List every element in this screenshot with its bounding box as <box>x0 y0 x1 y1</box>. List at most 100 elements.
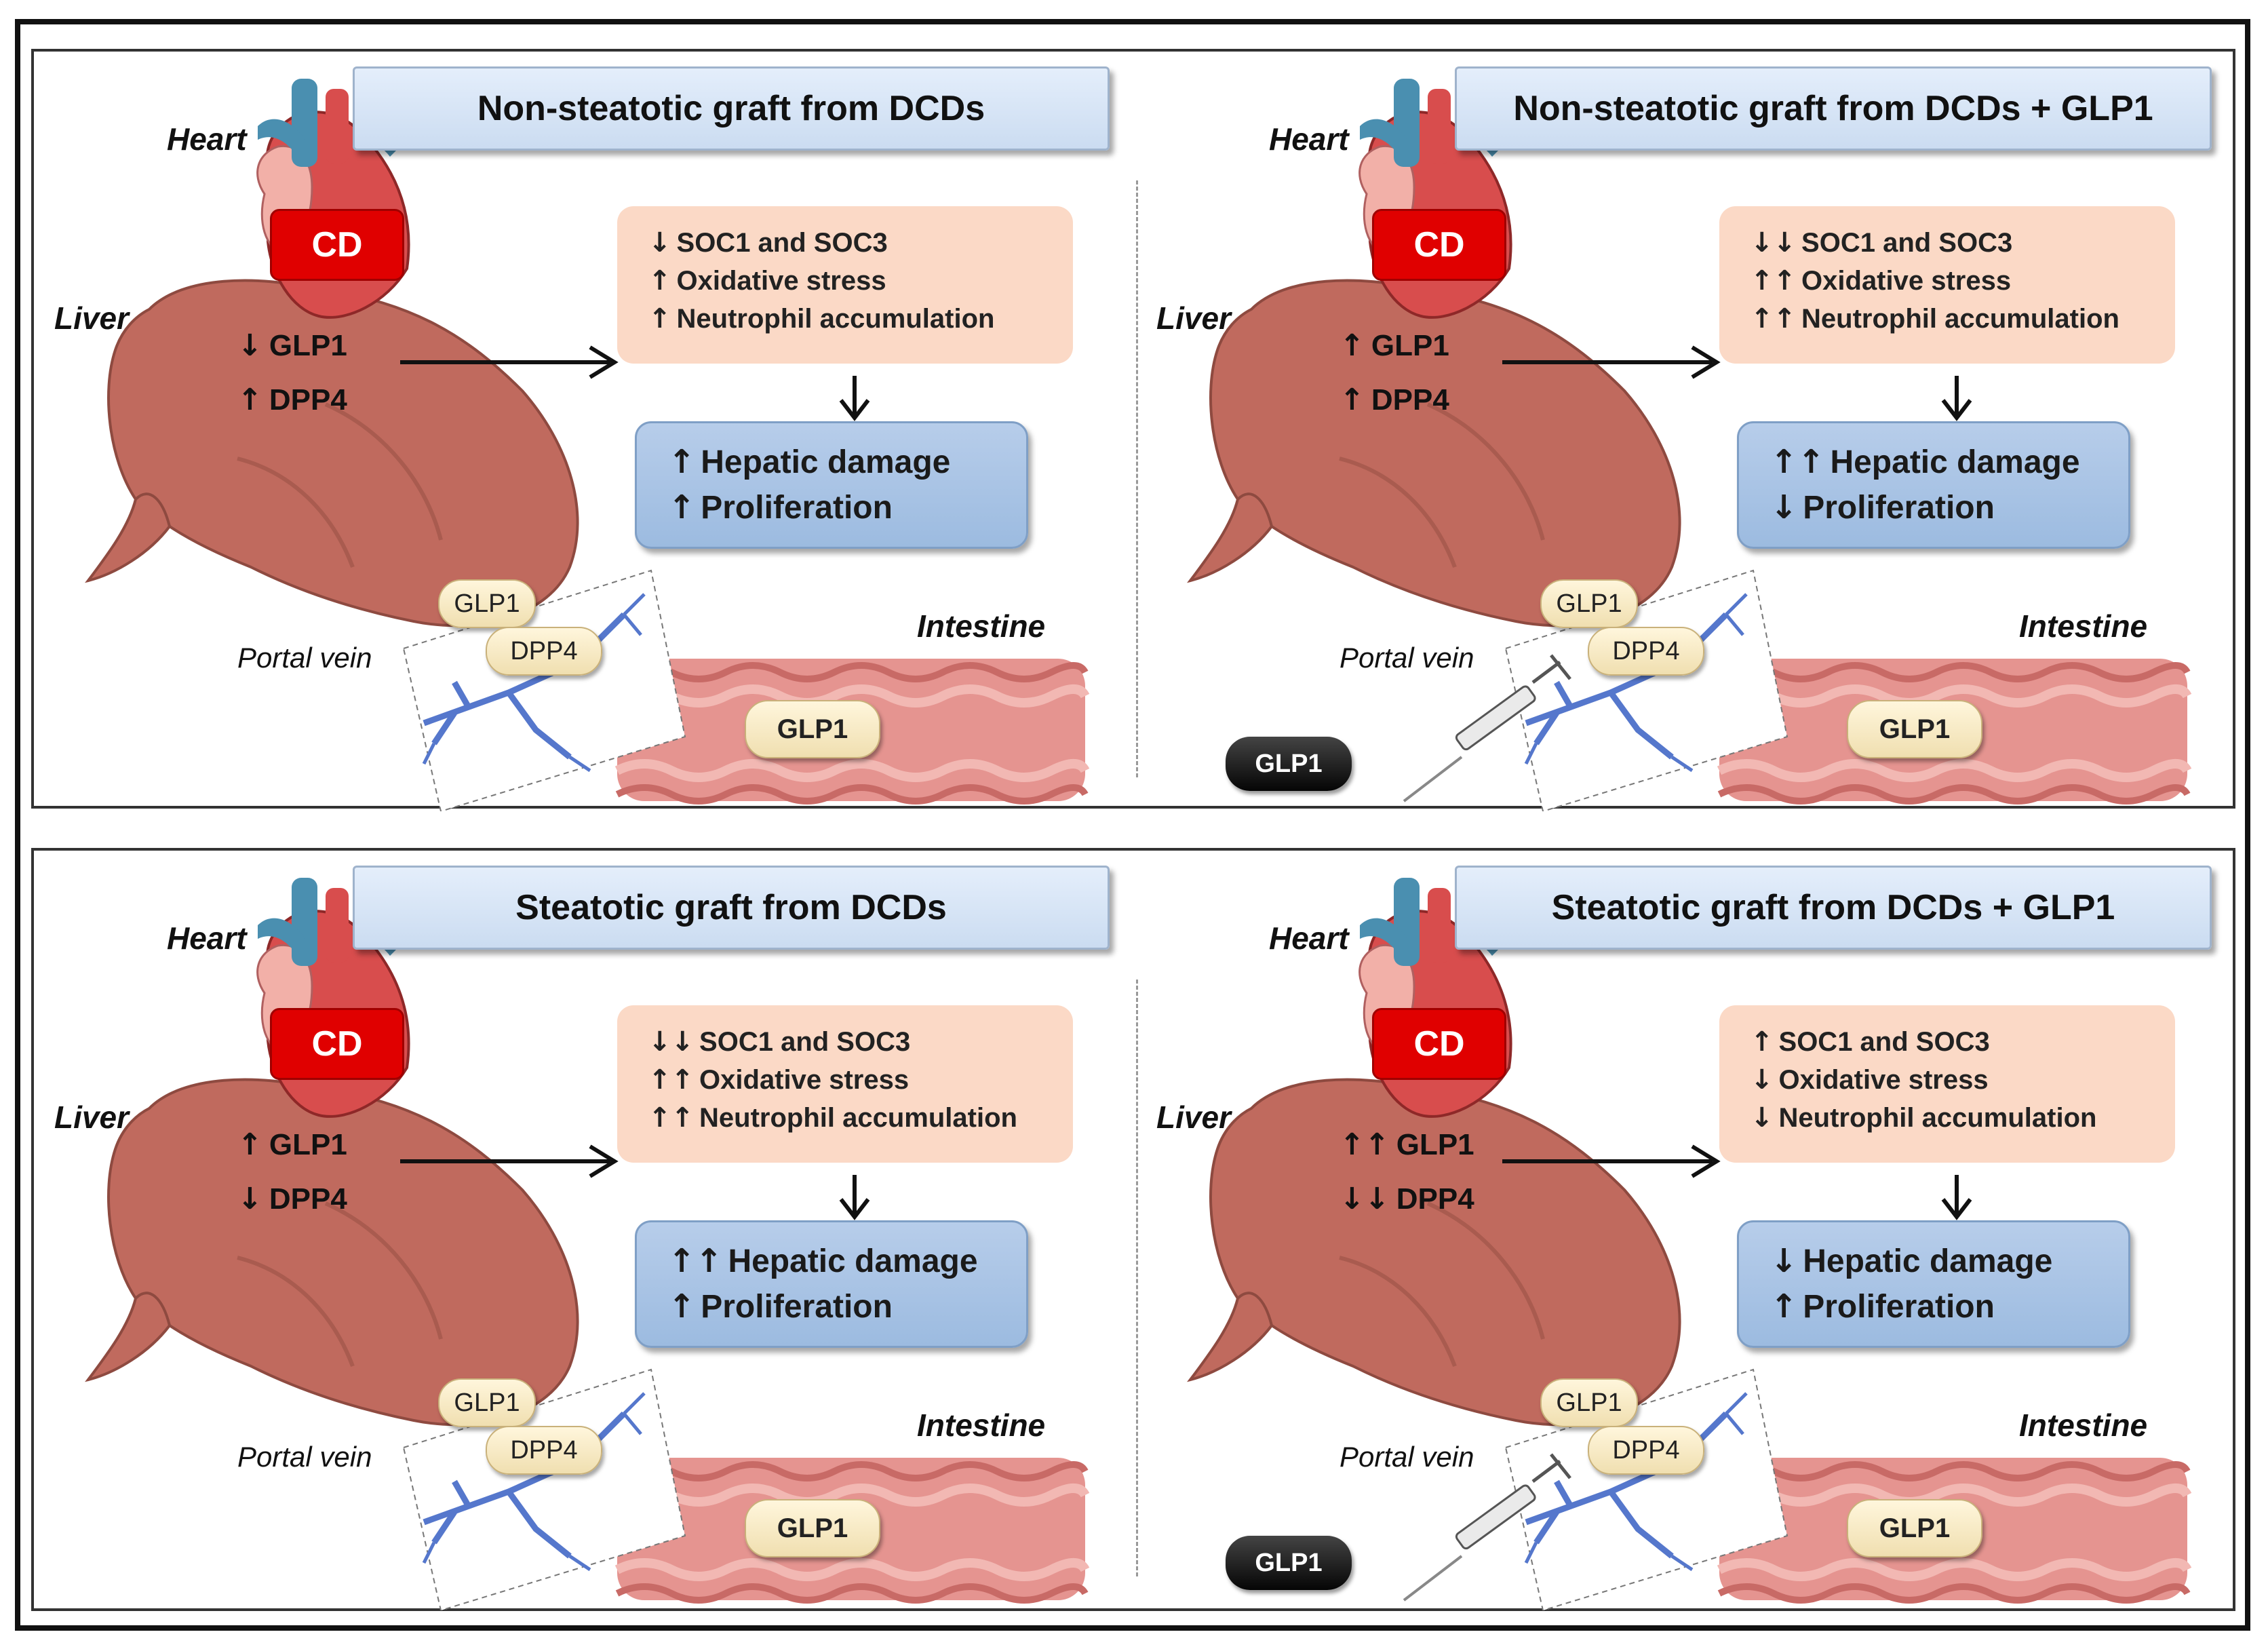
outcome-line: ↑Proliferation <box>1770 1287 1995 1325</box>
effect-line: ↓↓SOC1 and SOC3 <box>1751 227 2013 258</box>
cd-badge: CD <box>270 1008 404 1080</box>
outcome-box: ↑↑Hepatic damage ↑Proliferation <box>635 1220 1028 1348</box>
liver-dpp4-change: ↓↓DPP4 <box>1340 1182 1474 1216</box>
effect-line: ↓Oxidative stress <box>1751 1064 1989 1096</box>
panel-title: Steatotic graft from DCDs <box>353 866 1110 950</box>
dpp4-arrow-icon: ↑ <box>237 383 262 417</box>
portal-vein-inset <box>402 569 686 811</box>
portal-vein-inset <box>1504 1368 1788 1610</box>
liver-label: Liver <box>1156 1100 1231 1135</box>
portal-vein-inset <box>1504 569 1788 811</box>
liver-dpp4-change: ↑DPP4 <box>1340 383 1449 417</box>
outcome-line: ↑Hepatic damage <box>668 443 951 481</box>
glp1-arrow-icon: ↑↑ <box>1340 1127 1390 1162</box>
panel-steatotic-glp1: Steatotic graft from DCDs + GLP1 Heart L… <box>1136 851 2238 1610</box>
effect-line: ↓SOC1 and SOC3 <box>648 227 888 258</box>
intestine-label: Intestine <box>2019 608 2148 644</box>
outcome-box: ↓Hepatic damage ↑Proliferation <box>1737 1220 2130 1348</box>
effect-line: ↑↑Oxidative stress <box>648 1064 910 1096</box>
liver-glp1-change: ↑GLP1 <box>237 1127 347 1162</box>
effect-line: ↑Oxidative stress <box>648 265 886 296</box>
panel-title: Steatotic graft from DCDs + GLP1 <box>1455 866 2212 950</box>
liver-illustration <box>1187 279 1681 627</box>
intestine-glp1-pill: GLP1 <box>1847 1499 1982 1557</box>
liver-glp1-change: ↑GLP1 <box>1340 328 1449 363</box>
dpp4-arrow-icon: ↑ <box>1340 383 1365 417</box>
dpp4-arrow-icon: ↓↓ <box>1340 1182 1390 1216</box>
section-divider <box>1136 980 1138 1576</box>
top-section: Non-steatotic graft from DCDs Heart Live… <box>31 49 2238 811</box>
flow-arrows <box>1502 1144 1972 1220</box>
outcome-line: ↓Proliferation <box>1770 488 1995 526</box>
liver-illustration <box>85 1078 579 1426</box>
portal-dpp4-pill: DPP4 <box>486 627 602 676</box>
effect-line: ↓Neutrophil accumulation <box>1751 1102 2097 1133</box>
intestine-glp1-pill: GLP1 <box>745 1499 880 1557</box>
panel-non-steatotic: Non-steatotic graft from DCDs Heart Live… <box>34 52 1136 811</box>
glp1-treatment-badge: GLP1 <box>1226 737 1352 791</box>
outcome-box: ↑Hepatic damage ↑Proliferation <box>635 421 1028 549</box>
outcome-line: ↓Hepatic damage <box>1770 1242 2053 1280</box>
cd-badge: CD <box>270 209 404 281</box>
liver-dpp4-change: ↓DPP4 <box>237 1182 347 1216</box>
intestine-label: Intestine <box>917 1408 1046 1443</box>
heart-label: Heart <box>1269 921 1349 956</box>
liver-illustration <box>85 279 579 627</box>
outcome-line: ↑↑Hepatic damage <box>668 1242 978 1280</box>
panel-title: Non-steatotic graft from DCDs + GLP1 <box>1455 66 2212 151</box>
effects-box: ↓↓SOC1 and SOC3 ↑↑Oxidative stress ↑↑Neu… <box>617 1005 1073 1163</box>
liver-dpp4-change: ↑DPP4 <box>237 383 347 417</box>
portal-dpp4-pill: DPP4 <box>486 1426 602 1475</box>
portal-vein-inset <box>402 1368 686 1610</box>
outcome-line: ↑↑Hepatic damage <box>1770 443 2080 481</box>
effect-line: ↑↑Neutrophil accumulation <box>1751 303 2119 334</box>
liver-label: Liver <box>54 301 129 336</box>
flow-arrows <box>400 1144 870 1220</box>
dpp4-arrow-icon: ↓ <box>237 1182 262 1216</box>
effects-box: ↓SOC1 and SOC3 ↑Oxidative stress ↑Neutro… <box>617 206 1073 364</box>
flow-arrows <box>400 345 870 421</box>
heart-label: Heart <box>167 921 247 956</box>
effects-box: ↑SOC1 and SOC3 ↓Oxidative stress ↓Neutro… <box>1719 1005 2175 1163</box>
portal-vein-label: Portal vein <box>237 1441 372 1473</box>
liver-glp1-change: ↑↑GLP1 <box>1340 1127 1474 1162</box>
section-divider <box>1136 180 1138 777</box>
portal-dpp4-pill: DPP4 <box>1588 1426 1704 1475</box>
effect-line: ↓↓SOC1 and SOC3 <box>648 1026 911 1058</box>
panel-title: Non-steatotic graft from DCDs <box>353 66 1110 151</box>
portal-dpp4-pill: DPP4 <box>1588 627 1704 676</box>
effect-line: ↑↑Neutrophil accumulation <box>648 1102 1017 1133</box>
liver-label: Liver <box>54 1100 129 1135</box>
panel-steatotic: Steatotic graft from DCDs Heart Liver Po… <box>34 851 1136 1610</box>
portal-glp1-pill: GLP1 <box>1540 1378 1638 1427</box>
portal-glp1-pill: GLP1 <box>438 579 536 628</box>
intestine-label: Intestine <box>917 608 1046 644</box>
glp1-arrow-icon: ↓ <box>237 328 262 363</box>
outcome-box: ↑↑Hepatic damage ↓Proliferation <box>1737 421 2130 549</box>
intestine-label: Intestine <box>2019 1408 2148 1443</box>
syringe-icon <box>1403 1453 1571 1602</box>
liver-label: Liver <box>1156 301 1231 336</box>
effect-line: ↑SOC1 and SOC3 <box>1751 1026 1990 1058</box>
portal-glp1-pill: GLP1 <box>438 1378 536 1427</box>
cd-badge: CD <box>1372 1008 1506 1080</box>
portal-vein-label: Portal vein <box>1340 642 1474 674</box>
effect-line: ↑↑Oxidative stress <box>1751 265 2012 296</box>
panel-non-steatotic-glp1: Non-steatotic graft from DCDs + GLP1 Hea… <box>1136 52 2238 811</box>
outcome-line: ↑Proliferation <box>668 488 893 526</box>
flow-arrows <box>1502 345 1972 421</box>
liver-illustration <box>1187 1078 1681 1426</box>
effects-box: ↓↓SOC1 and SOC3 ↑↑Oxidative stress ↑↑Neu… <box>1719 206 2175 364</box>
glp1-arrow-icon: ↑ <box>237 1127 262 1162</box>
glp1-treatment-badge: GLP1 <box>1226 1536 1352 1590</box>
portal-vein-label: Portal vein <box>237 642 372 674</box>
cd-badge: CD <box>1372 209 1506 281</box>
effect-line: ↑Neutrophil accumulation <box>648 303 995 334</box>
portal-vein-label: Portal vein <box>1340 1441 1474 1473</box>
outcome-line: ↑Proliferation <box>668 1287 893 1325</box>
organ-illustration <box>1187 79 2192 811</box>
syringe-icon <box>1403 654 1571 802</box>
portal-glp1-pill: GLP1 <box>1540 579 1638 628</box>
heart-label: Heart <box>1269 121 1349 157</box>
heart-label: Heart <box>167 121 247 157</box>
